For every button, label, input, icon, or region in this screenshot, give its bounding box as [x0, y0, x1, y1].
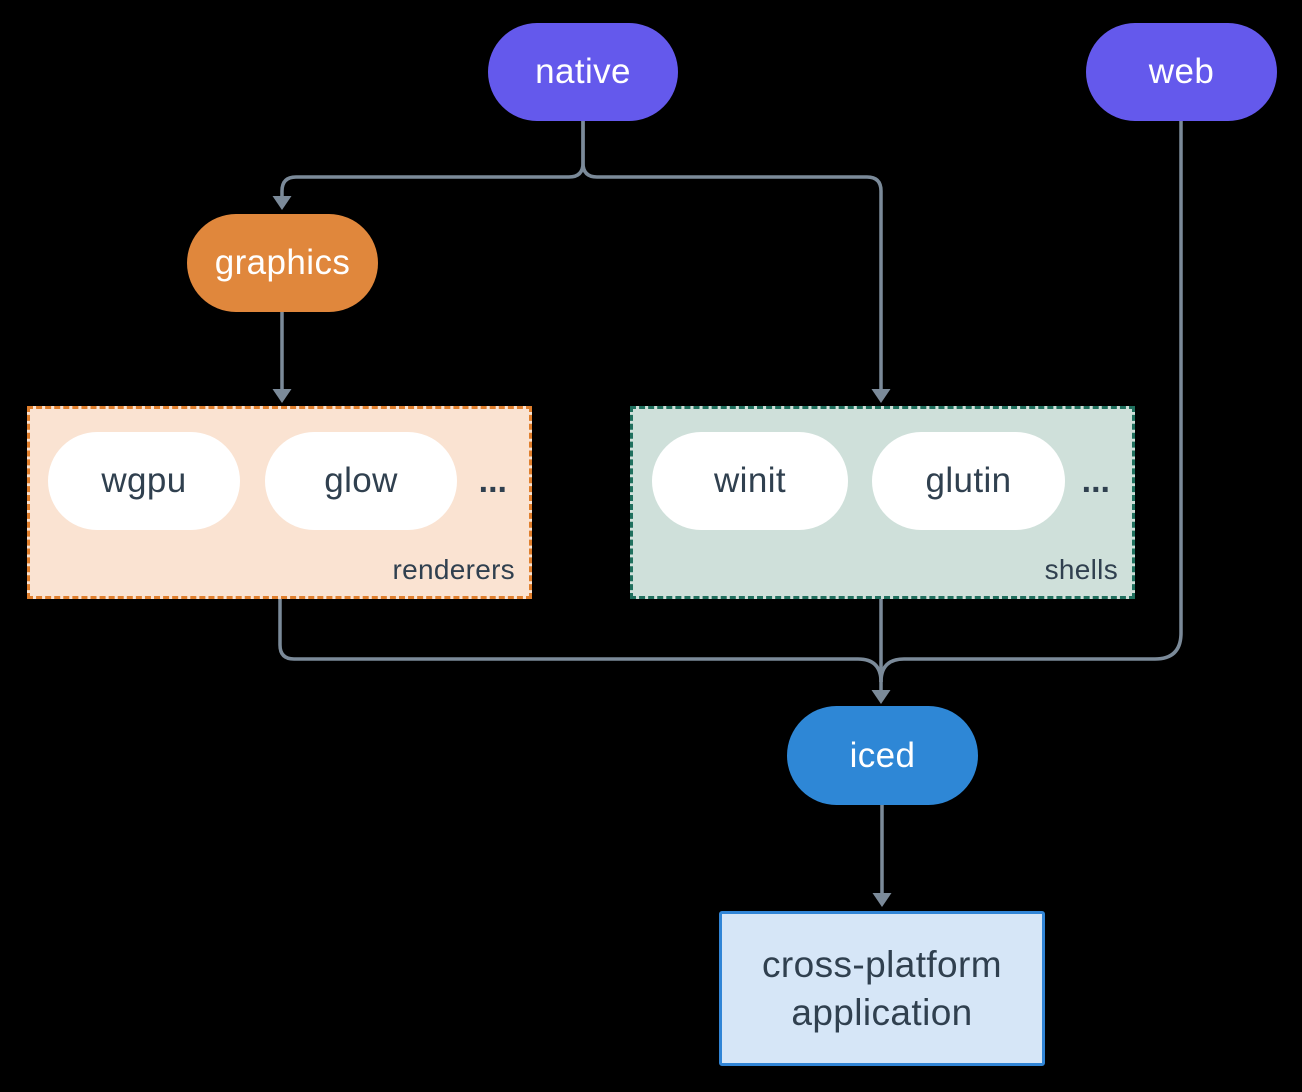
- node-winit: winit: [652, 432, 848, 530]
- node-iced: iced: [787, 706, 978, 805]
- arrowhead-application: [872, 893, 892, 907]
- node-native-label: native: [535, 52, 631, 91]
- edge-graphics-renderers: [272, 312, 292, 403]
- edge-renderers-iced: [278, 599, 883, 683]
- node-glow: glow: [265, 432, 457, 530]
- arrowhead-renderers: [272, 389, 292, 403]
- node-application: cross-platform application: [719, 911, 1045, 1066]
- node-native: native: [488, 23, 678, 121]
- node-graphics-label: graphics: [214, 243, 351, 282]
- edge-native-graphics: [272, 121, 585, 210]
- node-winit-label: winit: [713, 461, 787, 500]
- node-web: web: [1086, 23, 1277, 121]
- edge-shells-iced: [871, 599, 891, 704]
- group-renderers: wgpu glow ... renderers: [27, 406, 532, 599]
- shells-ellipsis: ...: [1081, 461, 1110, 500]
- node-glutin: glutin: [872, 432, 1065, 530]
- node-web-label: web: [1148, 52, 1215, 91]
- arrowhead-iced: [871, 690, 891, 704]
- node-graphics: graphics: [187, 214, 378, 312]
- node-iced-label: iced: [849, 735, 916, 775]
- group-shells: winit glutin ... shells: [630, 406, 1135, 599]
- renderers-ellipsis: ...: [478, 461, 507, 500]
- shells-group-label: shells: [1044, 554, 1118, 585]
- node-glutin-label: glutin: [925, 461, 1012, 500]
- edge-iced-application: [872, 805, 892, 907]
- node-glow-label: glow: [324, 461, 398, 500]
- application-label-line2: application: [791, 991, 973, 1033]
- node-wgpu: wgpu: [48, 432, 240, 530]
- application-label-line1: cross-platform: [762, 943, 1002, 985]
- arrowhead-shells: [871, 389, 891, 403]
- edge-native-shells: [581, 121, 891, 403]
- renderers-group-label: renderers: [392, 554, 515, 585]
- node-wgpu-label: wgpu: [101, 461, 187, 500]
- arrowhead-graphics: [272, 196, 292, 210]
